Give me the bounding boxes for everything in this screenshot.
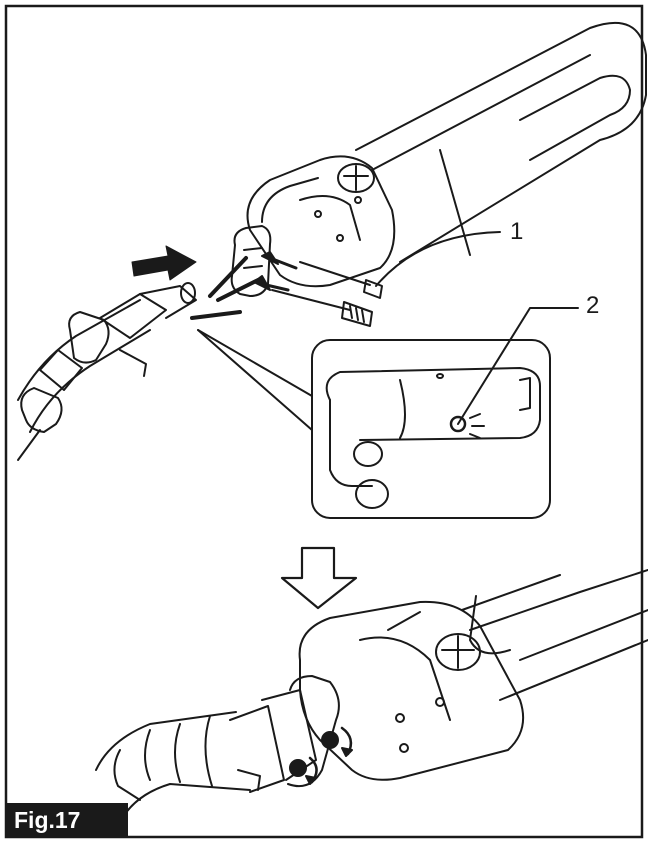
- shaft-left: [17, 282, 197, 461]
- figure-border: [4, 4, 644, 839]
- callout-number-2: 2: [586, 292, 600, 319]
- callout-1-leader: [375, 231, 501, 287]
- coupling-bottom: [229, 675, 340, 793]
- cutter-bar-bottom: [461, 569, 648, 701]
- callout-2-leader: [457, 307, 579, 425]
- callout-number-1: 1: [510, 218, 524, 245]
- gear-housing-top: [246, 155, 396, 288]
- cutter-bar-top: [355, 21, 647, 263]
- down-arrow: [280, 546, 358, 610]
- detail-inset: [197, 329, 551, 519]
- bolts-bottom: [289, 726, 353, 785]
- bolts-top: [271, 261, 383, 327]
- figure-label: Fig.17: [6, 803, 128, 837]
- insert-arrow: [131, 245, 197, 281]
- gear-housing-bottom: [298, 600, 524, 781]
